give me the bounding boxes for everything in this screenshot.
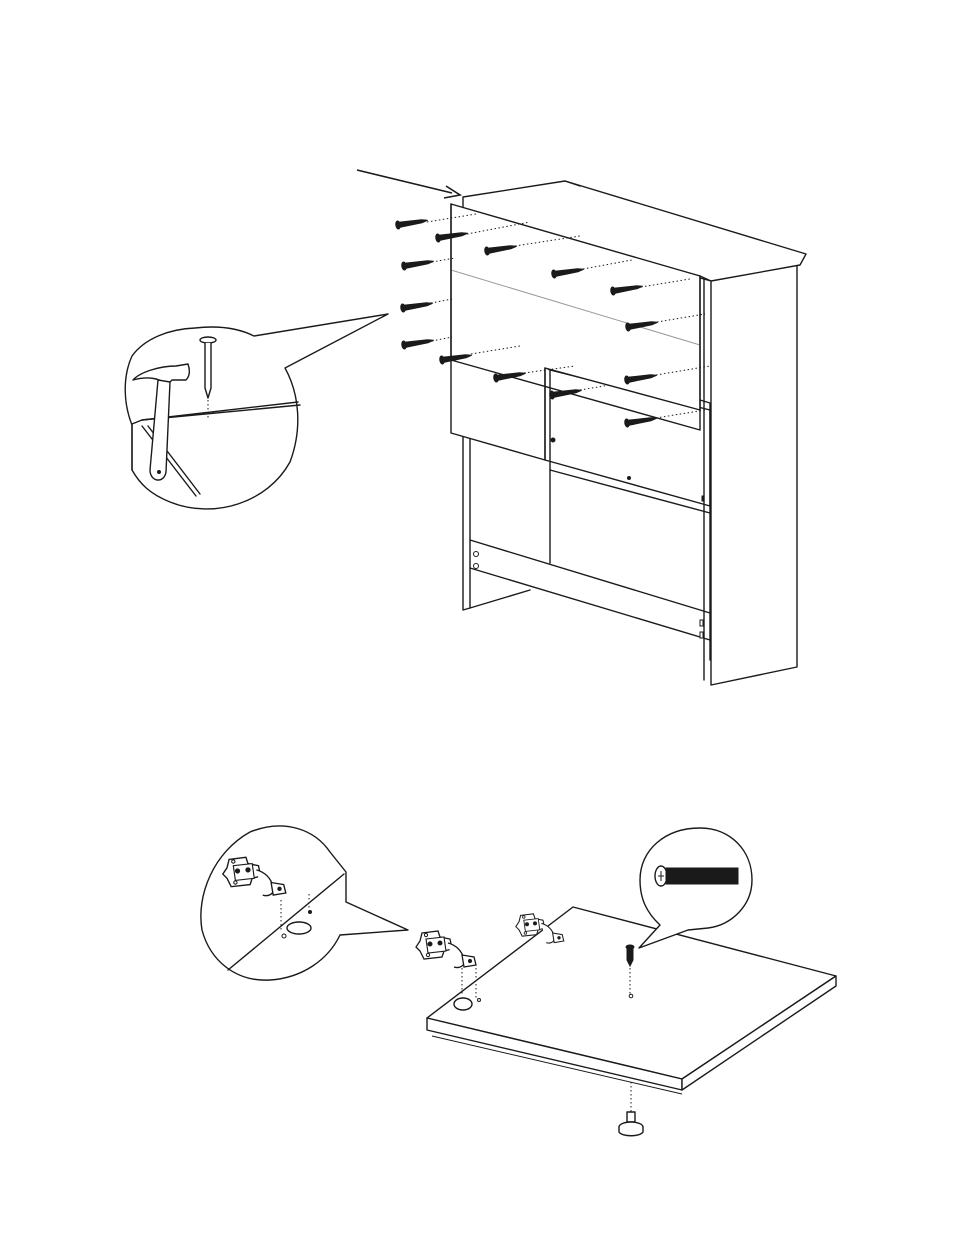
- knob-icon: [619, 1082, 643, 1136]
- screw-detail-callout: [639, 828, 752, 948]
- arrow-icon: [357, 170, 460, 198]
- door-panel: [427, 907, 836, 1094]
- hinge-detail-callout: [201, 826, 408, 980]
- screw-icon: [401, 336, 452, 349]
- cabinet-side-panel: [704, 263, 797, 685]
- back-panel-figure: [125, 170, 806, 685]
- hammer-detail-callout: [125, 314, 388, 509]
- door-hinge-figure: [201, 826, 836, 1136]
- screw-icon: [400, 299, 452, 312]
- screw-icon: [549, 385, 610, 399]
- screw-icon: [401, 257, 455, 270]
